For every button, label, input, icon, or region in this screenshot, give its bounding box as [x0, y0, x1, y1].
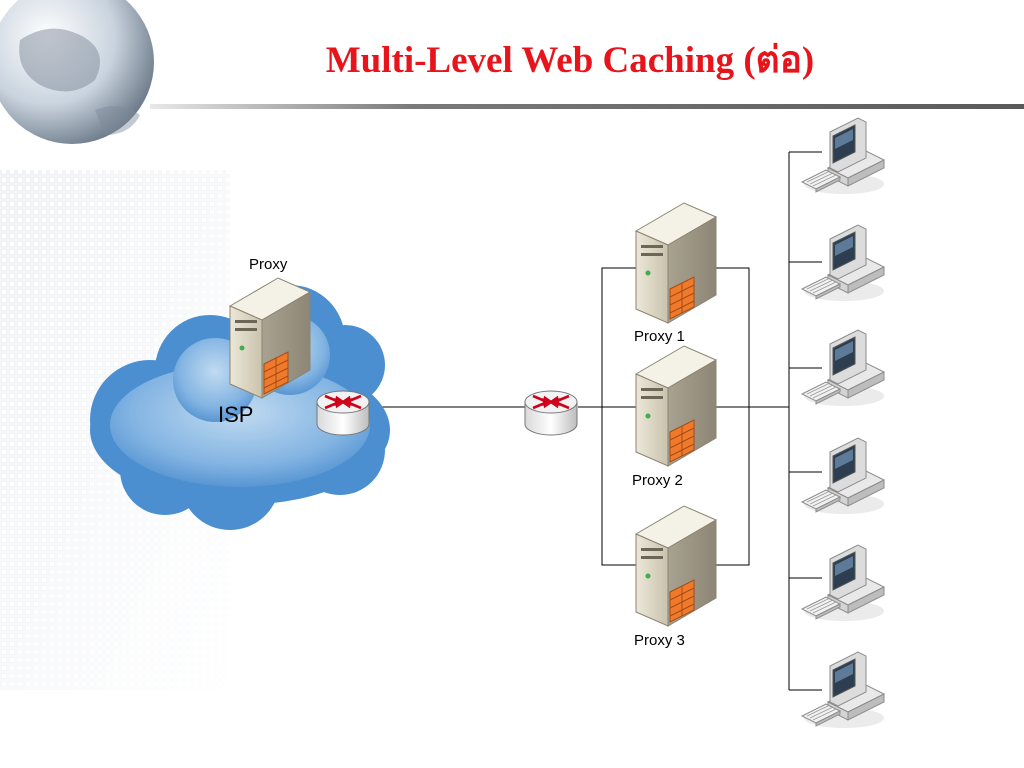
lan-router[interactable]: [524, 390, 578, 436]
client-computer-1-icon[interactable]: [800, 117, 886, 194]
isp-router-icon: [316, 390, 370, 436]
client-computer-3-icon[interactable]: [800, 329, 886, 406]
lan-router-icon: [524, 390, 578, 436]
isp-proxy-server[interactable]: [228, 277, 312, 399]
client-computer-5-icon[interactable]: [800, 544, 886, 621]
slide-title: Multi-Level Web Caching (ต่อ): [325, 40, 815, 81]
isp-proxy-server-icon: [228, 277, 312, 399]
client-computers: [800, 117, 886, 728]
proxy-server-1-icon[interactable]: [634, 202, 718, 324]
proxy-1-label: Proxy 1: [634, 328, 685, 345]
proxy-2-label: Proxy 2: [632, 472, 683, 489]
proxy-server-3-icon[interactable]: [634, 505, 718, 627]
client-computer-6-icon[interactable]: [800, 651, 886, 728]
isp-proxy-label: Proxy: [249, 256, 288, 273]
proxy-3-label: Proxy 3: [634, 632, 685, 649]
client-computer-2-icon[interactable]: [800, 224, 886, 301]
isp-router[interactable]: [316, 390, 370, 436]
isp-cloud-label: ISP: [218, 402, 254, 427]
client-computer-4-icon[interactable]: [800, 437, 886, 514]
proxy-server-2-icon[interactable]: [634, 345, 718, 467]
proxy-servers: [634, 202, 718, 627]
connection-lines: [304, 151, 822, 691]
